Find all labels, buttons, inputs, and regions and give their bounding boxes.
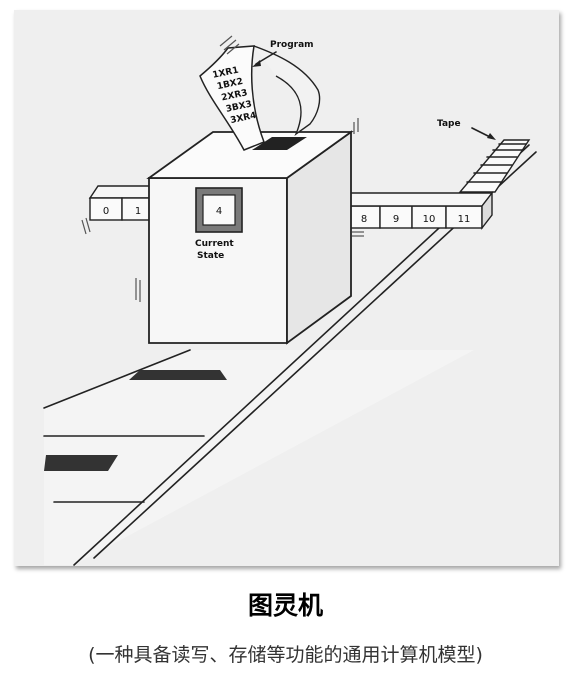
current-state-label: Current [195, 239, 234, 249]
machine-box [135, 118, 359, 345]
diagram-frame: 7 8 9 10 11 0 1 4 Current State [14, 10, 559, 566]
tape-cell-value: 0 [103, 206, 109, 217]
turing-machine-illustration: 7 8 9 10 11 0 1 4 Current State [43, 35, 537, 566]
current-state-value: 4 [216, 206, 222, 217]
tape-cell-value: 8 [361, 214, 367, 225]
tape-label: Tape [437, 119, 461, 129]
floor-slot [44, 455, 118, 471]
program-label: Program [270, 40, 314, 50]
program-callout: Program [252, 40, 314, 67]
tape-cell-value: 11 [458, 214, 471, 225]
current-state-label: State [197, 251, 224, 261]
caption-subtitle: (一种具备读写、存储等功能的通用计算机模型) [88, 644, 483, 666]
tape-cell-value: 10 [423, 214, 436, 225]
tape-callout: Tape [437, 119, 496, 140]
tape-cell-value: 9 [393, 214, 399, 225]
tape-cell-value: 1 [135, 206, 141, 217]
floor-slot [129, 370, 227, 380]
tape-perspective [458, 139, 531, 193]
current-state-display: 4 Current State [195, 187, 243, 261]
caption-title: 图灵机 [247, 591, 323, 620]
program-strip: 1XR1 1BX2 2XR3 3BX3 3XR4 [199, 35, 321, 151]
tape-left: 0 1 [88, 185, 165, 221]
